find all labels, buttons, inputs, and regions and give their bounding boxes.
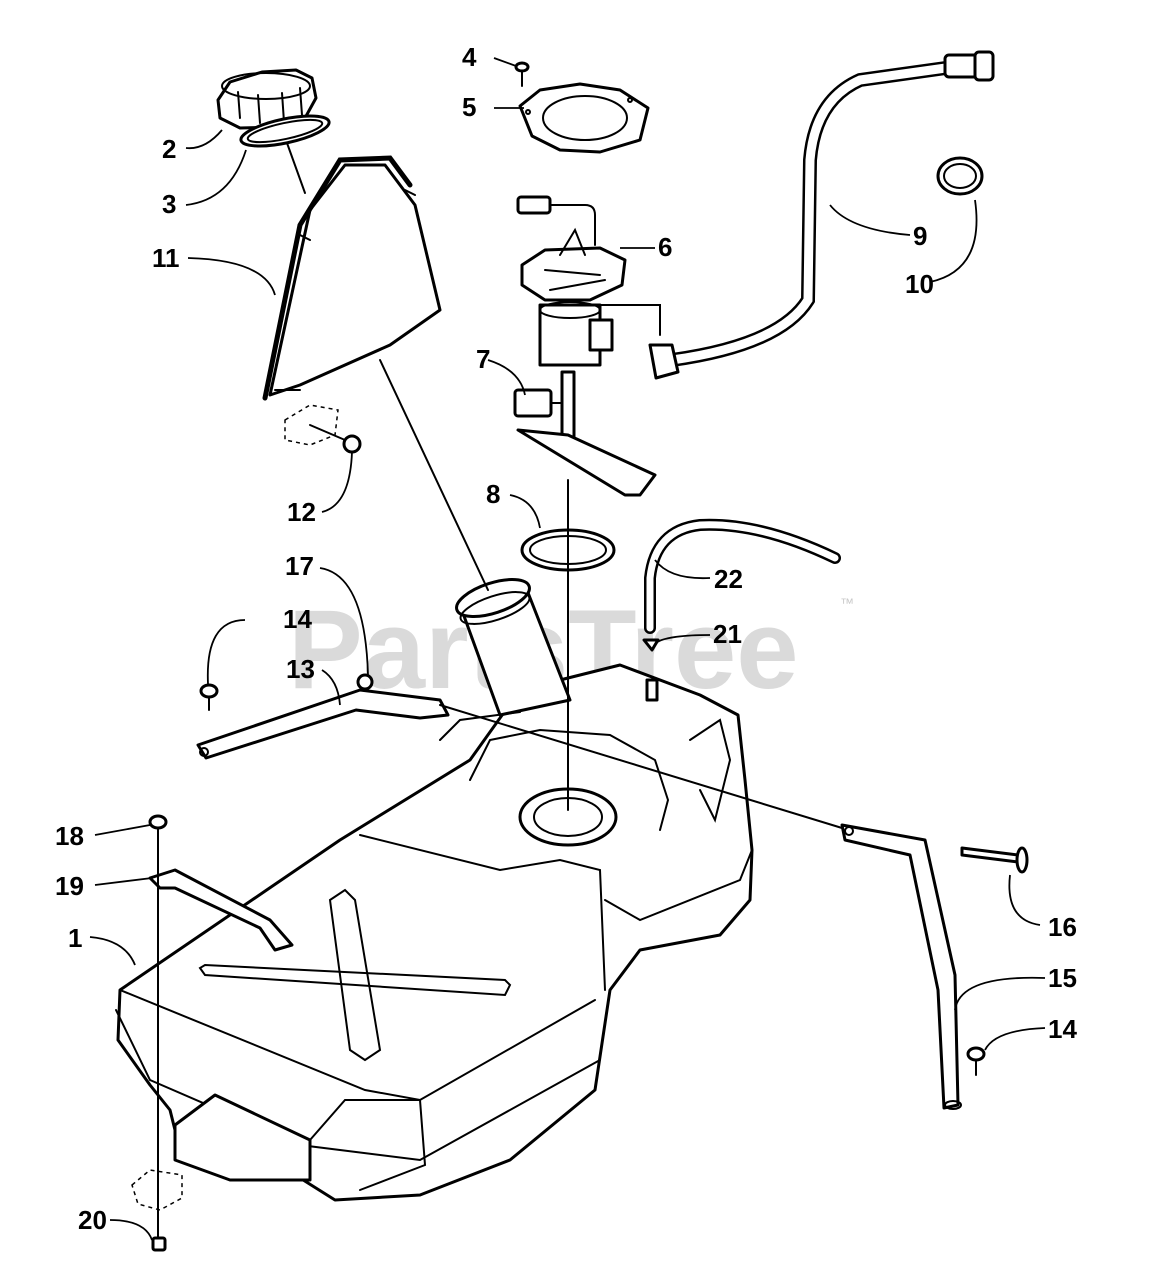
fuel-line[interactable] <box>648 50 995 380</box>
callout-13: 13 <box>286 654 315 684</box>
fuel-tank[interactable] <box>115 572 754 1202</box>
nut-20[interactable] <box>151 1236 167 1252</box>
fuel-sender[interactable] <box>513 370 657 497</box>
callout-12: 12 <box>287 497 316 527</box>
bracket-19[interactable] <box>148 868 294 952</box>
callout-17: 17 <box>285 551 314 581</box>
vent-hose[interactable] <box>644 518 841 634</box>
callout-14-left: 14 <box>283 604 312 634</box>
callout-3: 3 <box>162 189 176 219</box>
vent-fitting[interactable] <box>642 638 660 702</box>
callout-10: 10 <box>905 269 934 299</box>
callout-5: 5 <box>462 92 476 122</box>
callout-21: 21 <box>713 619 742 649</box>
callout-9: 9 <box>913 221 927 251</box>
callout-labels: 2 3 4 5 6 7 8 9 10 11 12 17 22 14 13 21 … <box>55 42 1077 1235</box>
flange-plate[interactable] <box>518 82 650 154</box>
screw-18[interactable] <box>148 814 168 843</box>
callout-6: 6 <box>658 232 672 262</box>
callout-16: 16 <box>1048 912 1077 942</box>
screw-4[interactable] <box>514 61 530 87</box>
callout-7: 7 <box>476 344 490 374</box>
callout-22: 22 <box>714 564 743 594</box>
screw-14-left[interactable] <box>199 683 219 711</box>
bushing-17[interactable] <box>356 673 374 691</box>
callout-14-right: 14 <box>1048 1014 1077 1044</box>
nut-12[interactable] <box>342 434 362 454</box>
watermark-trademark: ™ <box>840 595 854 611</box>
callout-1: 1 <box>68 923 82 953</box>
filler-neck-hose[interactable] <box>262 155 442 401</box>
callout-18: 18 <box>55 821 84 851</box>
callout-8: 8 <box>486 479 500 509</box>
fuel-pump-module[interactable] <box>516 195 661 367</box>
screw-14-right[interactable] <box>966 1046 986 1076</box>
callout-11: 11 <box>152 243 180 273</box>
tank-strap-left[interactable] <box>196 688 450 760</box>
fuel-cap[interactable] <box>216 68 318 130</box>
bolt-16[interactable] <box>960 846 1029 874</box>
tank-strap-right[interactable] <box>840 823 962 1110</box>
stud-line <box>309 424 346 441</box>
callout-19: 19 <box>55 871 84 901</box>
leader-lines <box>89 57 1046 1241</box>
callout-4: 4 <box>462 42 477 72</box>
hose-clamp[interactable] <box>936 156 984 196</box>
callout-15: 15 <box>1048 963 1077 993</box>
assembly-lines <box>157 142 843 1239</box>
callout-2: 2 <box>162 134 176 164</box>
callout-20: 20 <box>78 1205 107 1235</box>
